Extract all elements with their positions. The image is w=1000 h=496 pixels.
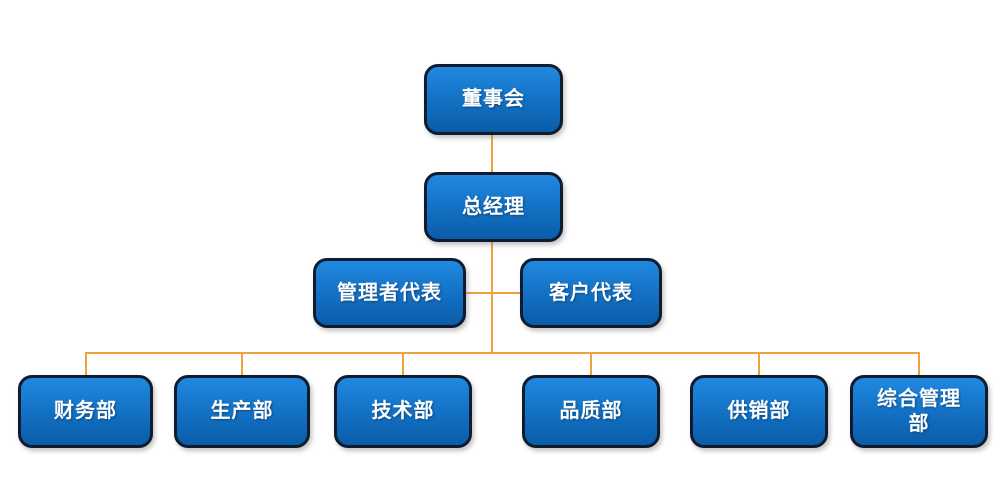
connector-department-bus	[85, 352, 920, 354]
connector-drop-quality	[590, 353, 592, 376]
connector-drop-technology	[402, 353, 404, 376]
node-management-rep-label: 管理者代表	[337, 281, 442, 304]
node-finance-dept: 财务部	[18, 375, 153, 448]
node-customer-rep-label: 客户代表	[549, 281, 633, 304]
connector-drop-general-admin	[918, 353, 920, 376]
connector-gm-to-bus	[491, 241, 493, 353]
node-supply-dept-label: 供销部	[727, 400, 791, 422]
node-technology-dept-label: 技术部	[371, 400, 435, 422]
node-board: 董事会	[424, 64, 563, 135]
node-production-dept: 生产部	[174, 375, 310, 448]
connector-drop-production	[241, 353, 243, 376]
connector-reps-horizontal	[465, 292, 521, 294]
node-technology-dept: 技术部	[334, 375, 472, 448]
node-quality-dept-label: 品质部	[559, 400, 623, 422]
node-customer-rep: 客户代表	[520, 258, 662, 328]
connector-drop-supply	[758, 353, 760, 376]
node-general-manager-label: 总经理	[462, 195, 525, 218]
node-general-admin-dept-label: 综合管理部	[877, 387, 961, 435]
node-production-dept-label: 生产部	[210, 400, 274, 422]
node-finance-dept-label: 财务部	[54, 400, 117, 422]
connector-drop-finance	[85, 353, 87, 376]
connector-board-to-gm	[491, 133, 493, 173]
node-management-rep: 管理者代表	[313, 258, 466, 328]
node-general-admin-dept: 综合管理部	[850, 375, 988, 448]
node-general-manager: 总经理	[424, 172, 563, 242]
node-quality-dept: 品质部	[522, 375, 660, 448]
node-board-label: 董事会	[462, 88, 525, 110]
node-supply-dept: 供销部	[690, 375, 828, 448]
